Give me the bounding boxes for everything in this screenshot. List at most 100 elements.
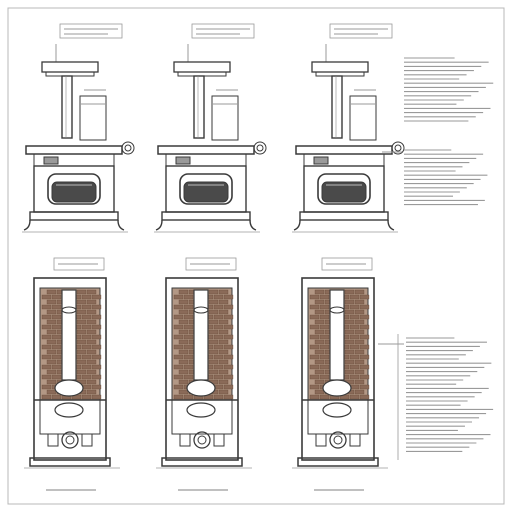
brick	[344, 309, 355, 315]
brick	[218, 339, 229, 345]
brick	[314, 309, 325, 315]
brick	[173, 334, 184, 340]
brick	[86, 349, 97, 355]
brick	[76, 349, 87, 355]
brick	[178, 359, 189, 365]
brick	[86, 339, 97, 345]
brick	[46, 299, 57, 305]
brick	[314, 349, 325, 355]
brick	[178, 319, 189, 325]
brick	[213, 344, 224, 350]
brick	[41, 304, 52, 310]
flue-liner	[329, 289, 345, 381]
brick	[213, 314, 224, 320]
fire-opening	[322, 402, 352, 418]
brick	[309, 394, 320, 400]
flue-collar	[193, 306, 209, 314]
brick	[218, 299, 229, 305]
brick	[76, 309, 87, 315]
side-wheel-hub	[394, 144, 402, 152]
brick	[349, 334, 360, 340]
cooktop-plate	[295, 145, 393, 155]
brick	[91, 334, 102, 340]
brick	[344, 319, 355, 325]
base-block-right	[349, 433, 361, 447]
base-block-right	[81, 433, 93, 447]
brick	[173, 354, 184, 360]
brick	[319, 344, 330, 350]
brick	[314, 299, 325, 305]
brick	[76, 339, 87, 345]
section-plinth	[161, 457, 243, 467]
brick	[41, 384, 52, 390]
brick	[349, 314, 360, 320]
brick	[46, 339, 57, 345]
brick	[223, 394, 234, 400]
flue-pipe	[331, 75, 343, 139]
brick	[309, 294, 320, 300]
brick	[359, 314, 370, 320]
brick	[349, 294, 360, 300]
brick	[51, 324, 62, 330]
ash-drum-hub	[333, 435, 343, 445]
brick	[349, 304, 360, 310]
damper-knob	[313, 156, 329, 165]
brick	[223, 304, 234, 310]
description-block-top	[404, 57, 494, 122]
section-outer-frame	[33, 277, 107, 461]
brick	[319, 374, 330, 380]
label-box	[329, 23, 393, 39]
brick	[223, 314, 234, 320]
brick	[344, 369, 355, 375]
brick	[223, 354, 234, 360]
brick	[91, 354, 102, 360]
ash-drum-icon	[193, 431, 211, 449]
brick	[359, 304, 370, 310]
brick	[354, 339, 365, 345]
brick	[319, 334, 330, 340]
brick	[46, 319, 57, 325]
chimney-section-1	[24, 257, 120, 491]
brick	[314, 369, 325, 375]
brick	[81, 294, 92, 300]
brick	[178, 379, 189, 385]
brick	[81, 394, 92, 400]
oven-window	[51, 181, 97, 203]
base-block-left	[47, 433, 59, 447]
brick	[86, 389, 97, 395]
side-wheel-hub	[256, 144, 264, 152]
brick	[359, 344, 370, 350]
brick	[319, 324, 330, 330]
brick	[354, 309, 365, 315]
brick	[354, 299, 365, 305]
brick	[46, 329, 57, 335]
stove-front-elevation-2	[154, 23, 267, 233]
side-wheel-icon	[253, 141, 267, 155]
section-outer-frame	[165, 277, 239, 461]
brick	[41, 374, 52, 380]
damper-knob	[43, 156, 59, 165]
brick	[183, 374, 194, 380]
brick	[41, 334, 52, 340]
fire-opening	[54, 402, 84, 418]
brick	[81, 334, 92, 340]
flue-liner	[61, 289, 77, 381]
brick	[178, 309, 189, 315]
brick	[173, 294, 184, 300]
brick	[41, 294, 52, 300]
brick	[208, 359, 219, 365]
brick	[173, 324, 184, 330]
brick	[81, 344, 92, 350]
brick	[218, 289, 229, 295]
brick	[81, 374, 92, 380]
brick	[213, 364, 224, 370]
description-block-middle	[404, 149, 488, 206]
brick	[349, 324, 360, 330]
brick	[218, 359, 229, 365]
oven-window	[183, 181, 229, 203]
brick	[81, 354, 92, 360]
brick	[86, 329, 97, 335]
brick	[173, 364, 184, 370]
brick	[41, 324, 52, 330]
